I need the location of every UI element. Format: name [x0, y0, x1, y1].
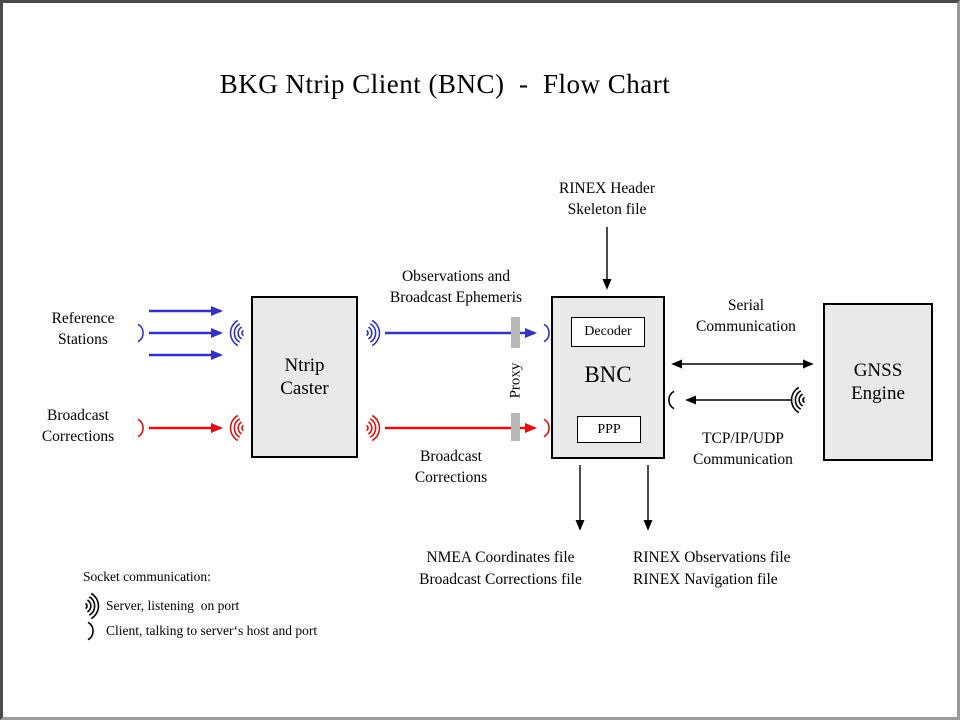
proxy-bar-top [511, 317, 520, 348]
bnc-label: BNC [584, 362, 632, 387]
label-line: Broadcast Corrections file [419, 571, 582, 588]
ntrip-caster-label: Caster [280, 378, 329, 399]
label-line: Observations and [401, 268, 511, 285]
legend-server-socket-icon [84, 592, 100, 620]
server-socket-icon [229, 319, 245, 347]
gnss-engine-box: GNSS Engine [823, 303, 933, 461]
label-line: Communication [693, 451, 793, 468]
nmea-output-label: NMEA Coordinates file Broadcast Correcti… [388, 547, 613, 591]
label-line: Broadcast [420, 448, 482, 465]
label-line: RINEX Header [559, 180, 655, 197]
ntrip-caster-label: Ntrip [284, 355, 325, 376]
label-line: RINEX Observations file [633, 549, 791, 566]
gnss-engine-label: Engine [851, 383, 905, 404]
label-line: Broadcast [47, 407, 109, 424]
ntrip-caster-box: Ntrip Caster [251, 296, 358, 458]
reference-stations-label: Reference Stations [21, 308, 145, 350]
gnss-engine-label: GNSS [853, 360, 903, 381]
label-line: Stations [58, 331, 108, 348]
server-socket-icon [790, 386, 806, 414]
server-socket-icon [365, 319, 381, 347]
page-title: BKG Ntrip Client (BNC) - Flow Chart [219, 69, 671, 99]
server-socket-icon [229, 414, 245, 442]
label-line: Corrections [414, 469, 488, 486]
legend-client-socket-icon [87, 621, 94, 641]
observations-ephemeris-label: Observations and Broadcast Ephemeris [361, 266, 551, 308]
label-line: Corrections [41, 428, 115, 445]
decoder-label: Decoder [584, 324, 632, 339]
ppp-box: PPP [577, 416, 641, 443]
label-line: RINEX Navigation file [633, 571, 778, 588]
tcp-communication-label: TCP/IP/UDP Communication [663, 428, 823, 470]
broadcast-corrections-input-label: Broadcast Corrections [16, 405, 140, 447]
serial-communication-label: Serial Communication [666, 295, 826, 337]
client-socket-icon [543, 323, 550, 343]
rinex-output-label: RINEX Observations file RINEX Navigation… [633, 547, 858, 591]
label-line: Communication [696, 318, 796, 335]
legend-server-item: Server, listening on port [106, 598, 240, 613]
reference-to-caster-arrows [149, 306, 223, 360]
ppp-label: PPP [597, 421, 621, 437]
bnc-box: Decoder BNC PPP [551, 296, 665, 459]
label-line: Broadcast Ephemeris [389, 289, 523, 306]
label-line: Serial [727, 297, 765, 314]
decoder-box: Decoder [571, 317, 645, 347]
diagram-arrows-layer [84, 227, 814, 641]
legend-heading: Socket communication: [83, 569, 211, 584]
label-line: Reference [51, 310, 115, 327]
rinex-header-skeleton-label: RINEX Header Skeleton file [527, 178, 687, 220]
broadcast-corrections-stream-label: Broadcast Corrections [391, 446, 511, 488]
client-socket-icon [668, 390, 675, 410]
label-line: Skeleton file [567, 201, 647, 218]
label-line: TCP/IP/UDP [702, 430, 784, 447]
server-socket-icon [365, 414, 381, 442]
proxy-label: Proxy [507, 362, 524, 399]
legend-client-item: Client, talking to server‘s host and por… [106, 623, 318, 638]
proxy-bar-bottom [511, 413, 520, 441]
client-socket-icon [543, 418, 550, 438]
label-line: NMEA Coordinates file [426, 549, 575, 566]
